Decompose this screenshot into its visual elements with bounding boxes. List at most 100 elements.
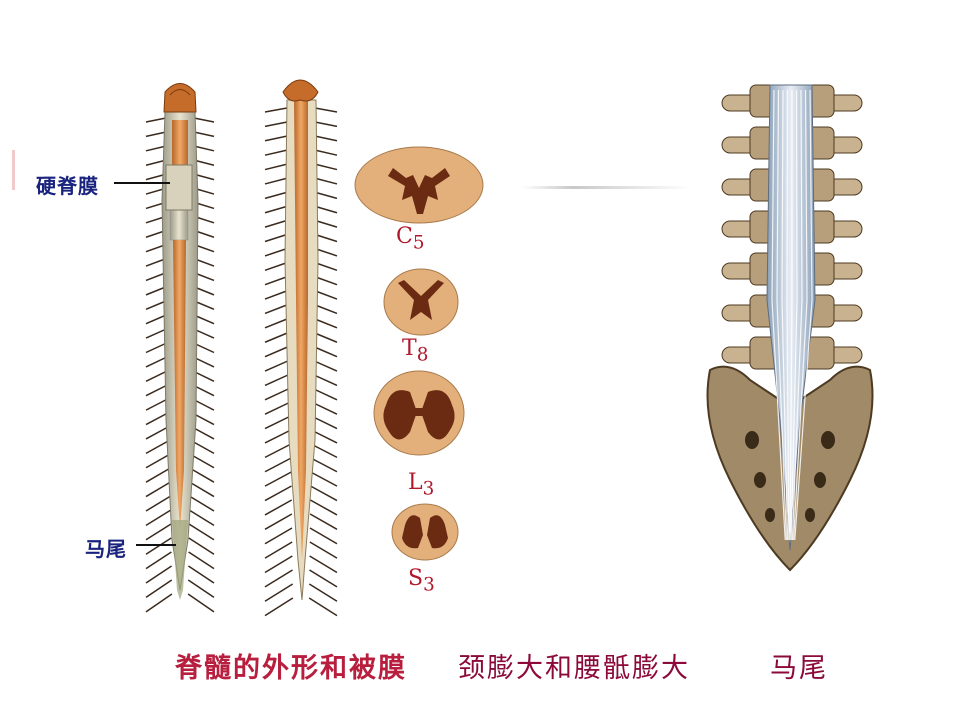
nerve-root bbox=[308, 597, 338, 617]
nerve-root bbox=[310, 443, 338, 459]
nerve-root bbox=[188, 495, 215, 512]
caption-external-form: 脊髓的外形和被膜 bbox=[175, 653, 407, 684]
segment-label-t8: T8 bbox=[402, 336, 429, 366]
cauda-equina-illustration bbox=[706, 84, 874, 572]
edge-accent bbox=[12, 150, 15, 190]
nerve-root bbox=[145, 523, 172, 541]
nerve-root bbox=[264, 415, 292, 430]
nerve-root bbox=[188, 509, 215, 527]
segment-label-c5: C5 bbox=[396, 224, 425, 254]
nerve-root bbox=[188, 551, 215, 570]
nerve-root bbox=[310, 457, 338, 473]
segment-label-l3: L3 bbox=[408, 470, 435, 500]
nerve-root bbox=[309, 569, 338, 588]
nerve-root bbox=[188, 537, 215, 555]
nerve-root bbox=[193, 145, 215, 152]
nerve-root bbox=[145, 551, 172, 570]
nerve-root bbox=[264, 219, 289, 228]
spinal-cord-external-form bbox=[264, 79, 338, 617]
spinal-cord-with-meninges bbox=[145, 83, 215, 613]
nerve-root bbox=[145, 537, 172, 555]
nerve-root bbox=[264, 317, 290, 329]
segment-label-s3: S3 bbox=[408, 566, 435, 596]
nerve-fibre bbox=[791, 89, 803, 541]
nerve-root bbox=[264, 191, 289, 200]
nerve-root bbox=[309, 555, 338, 574]
caption-enlargements: 颈膨大和腰骶膨大 bbox=[458, 653, 690, 684]
nerve-root bbox=[264, 429, 292, 444]
nerve-root bbox=[309, 499, 338, 516]
nerve-fibre bbox=[781, 89, 789, 541]
nerve-root bbox=[264, 303, 290, 315]
nerve-root bbox=[264, 331, 290, 343]
nerve-root bbox=[145, 593, 173, 613]
nerve-root bbox=[264, 457, 292, 473]
nerve-root bbox=[145, 579, 173, 599]
nerve-root bbox=[309, 527, 338, 545]
cross-section-c5 bbox=[354, 146, 484, 224]
nerve-root bbox=[193, 131, 215, 138]
nerve-root bbox=[145, 131, 167, 138]
nerve-root bbox=[145, 495, 172, 512]
nerve-root bbox=[189, 467, 215, 483]
cauda-pointer-line bbox=[136, 544, 176, 546]
nerve-root bbox=[264, 527, 293, 545]
nerve-root bbox=[314, 121, 338, 128]
nerve-root bbox=[264, 373, 291, 387]
nerve-root bbox=[314, 163, 338, 171]
nerve-root bbox=[145, 565, 172, 584]
nerve-root bbox=[310, 471, 338, 487]
nerve-root bbox=[264, 541, 293, 559]
nerve-root bbox=[193, 117, 215, 123]
nerve-root bbox=[145, 145, 167, 152]
nerve-root bbox=[264, 345, 291, 358]
nerve-root bbox=[188, 565, 215, 584]
nerve-root bbox=[309, 513, 338, 530]
nerve-root bbox=[264, 233, 289, 243]
nerve-root bbox=[188, 523, 215, 541]
nerve-root bbox=[264, 289, 290, 300]
nerve-root bbox=[264, 177, 289, 185]
nerve-root bbox=[264, 135, 288, 142]
nerve-root bbox=[145, 453, 171, 469]
nerve-root bbox=[145, 481, 171, 498]
nerve-root bbox=[264, 583, 294, 602]
nerve-root bbox=[145, 467, 171, 483]
nerve-root bbox=[308, 583, 338, 602]
nerve-root bbox=[264, 149, 288, 156]
nerve-root bbox=[264, 471, 292, 487]
nerve-fibre bbox=[790, 89, 798, 541]
cross-section-l3 bbox=[373, 370, 465, 456]
nerve-root bbox=[264, 359, 291, 372]
cross-section-t8 bbox=[383, 268, 459, 336]
nerve-root bbox=[313, 191, 338, 200]
dura-pointer-line bbox=[114, 182, 170, 184]
nerve-root bbox=[189, 481, 215, 498]
nerve-root bbox=[264, 163, 288, 171]
cross-section-s3 bbox=[391, 503, 459, 561]
nerve-fibre bbox=[786, 89, 790, 541]
nerve-fibre bbox=[771, 89, 786, 541]
nerve-root bbox=[264, 107, 288, 113]
dura-mater-label: 硬脊膜 bbox=[36, 174, 99, 198]
caption-cauda-equina: 马尾 bbox=[770, 653, 828, 684]
nerve-root bbox=[264, 597, 294, 617]
nerve-root bbox=[264, 387, 291, 401]
nerve-fibre bbox=[776, 89, 787, 541]
nerve-root bbox=[264, 513, 293, 530]
nerve-root bbox=[187, 579, 215, 599]
nerve-root bbox=[145, 117, 167, 123]
nerve-root bbox=[309, 541, 338, 559]
nerve-fibre bbox=[789, 90, 793, 541]
nerve-root bbox=[314, 149, 338, 156]
nerve-root bbox=[264, 569, 293, 588]
nerve-fibre bbox=[793, 89, 808, 541]
cauda-equina-label: 马尾 bbox=[85, 537, 127, 561]
nerve-root bbox=[310, 485, 338, 502]
nerve-root bbox=[145, 425, 171, 440]
nerve-root bbox=[264, 121, 288, 128]
divider-line bbox=[522, 186, 692, 189]
nerve-root bbox=[264, 499, 293, 516]
nerve-root bbox=[264, 555, 293, 574]
